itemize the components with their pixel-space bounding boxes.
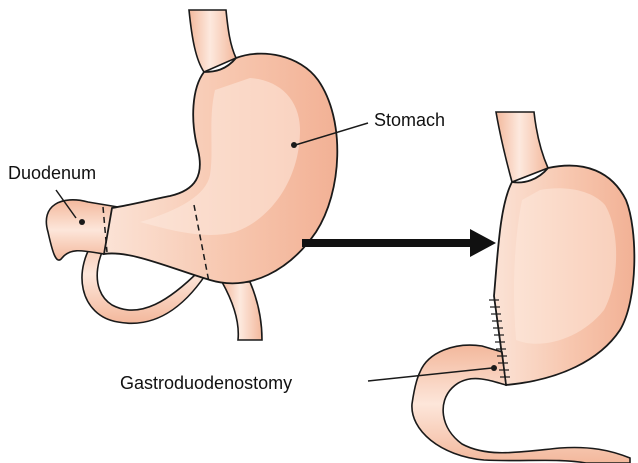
- postop-anatomy: [412, 112, 634, 463]
- gastroduodenostomy-label: Gastroduodenostomy: [120, 374, 292, 392]
- transition-arrow: [302, 229, 496, 257]
- descending-bowel: [222, 282, 262, 340]
- arrow-shaft: [302, 239, 474, 247]
- esophagus-post: [496, 112, 548, 182]
- stomach-pointer-dot: [291, 142, 297, 148]
- arrow-head: [470, 229, 496, 257]
- stomach-label: Stomach: [374, 111, 445, 129]
- duodenum-label: Duodenum: [8, 164, 96, 182]
- esophagus: [189, 10, 236, 72]
- duodenum-pointer-dot: [79, 219, 85, 225]
- gastroduodenostomy-pointer-dot: [491, 365, 497, 371]
